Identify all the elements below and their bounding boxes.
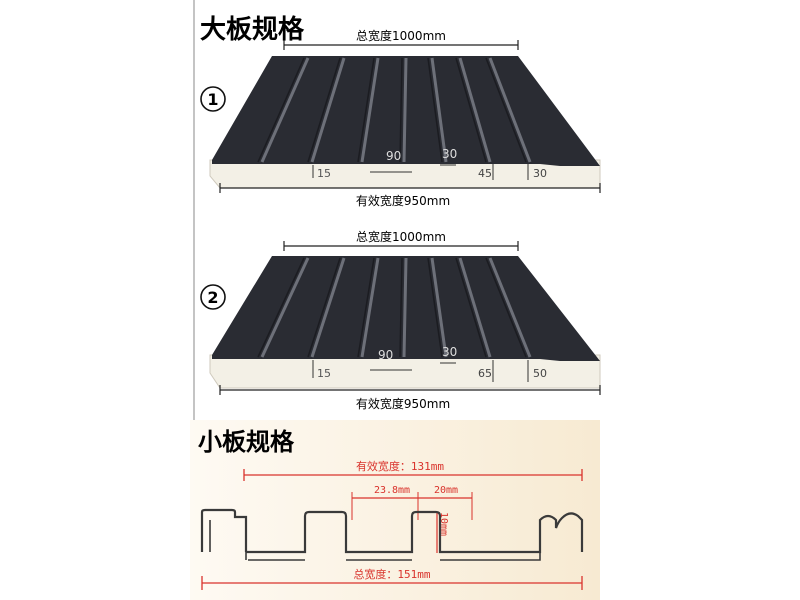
ribs bbox=[260, 257, 532, 358]
panel-number: 2 bbox=[207, 288, 218, 307]
dim-b: 90 bbox=[378, 348, 393, 362]
panel-number-badge bbox=[200, 86, 226, 112]
small-rib-pitch-label: 23.8mm bbox=[374, 485, 410, 496]
panel-2: 总宽度1000mm 2 15 90 30 65 bbox=[200, 229, 601, 411]
small-section-background bbox=[190, 420, 600, 600]
small-effective-width-label: 有效宽度：131mm bbox=[356, 459, 444, 473]
small-total-width-label: 总宽度：151mm bbox=[353, 567, 430, 581]
small-height-label: 10mm bbox=[438, 512, 449, 536]
panel-1: 总宽度1000mm 1 15 90 bbox=[200, 28, 601, 208]
dim-d: 65 bbox=[478, 367, 492, 380]
effective-width-label: 有效宽度950mm bbox=[356, 193, 450, 208]
small-rib-width-label: 20mm bbox=[434, 485, 458, 496]
ribs bbox=[260, 57, 532, 163]
dim-e: 50 bbox=[533, 367, 547, 380]
dim-a: 15 bbox=[317, 367, 331, 380]
panel-number-badge bbox=[200, 284, 226, 310]
dim-a: 15 bbox=[317, 167, 331, 180]
small-section-title: 小板规格 bbox=[198, 428, 295, 456]
effective-width-label: 有效宽度950mm bbox=[356, 396, 450, 411]
dim-b: 90 bbox=[386, 149, 401, 163]
small-panel-profile bbox=[200, 508, 584, 554]
large-section-title: 大板规格 bbox=[200, 14, 305, 45]
dim-e: 30 bbox=[533, 167, 547, 180]
panel-number: 1 bbox=[207, 90, 218, 109]
dim-c: 30 bbox=[442, 147, 457, 161]
small-panel-drawing: 有效宽度：131mm 23.8mm 20mm 10mm 总宽度：151mm bbox=[200, 459, 584, 590]
dim-c: 30 bbox=[442, 345, 457, 359]
dim-d: 45 bbox=[478, 167, 492, 180]
total-width-label: 总宽度1000mm bbox=[356, 229, 446, 244]
total-width-label: 总宽度1000mm bbox=[356, 28, 446, 43]
